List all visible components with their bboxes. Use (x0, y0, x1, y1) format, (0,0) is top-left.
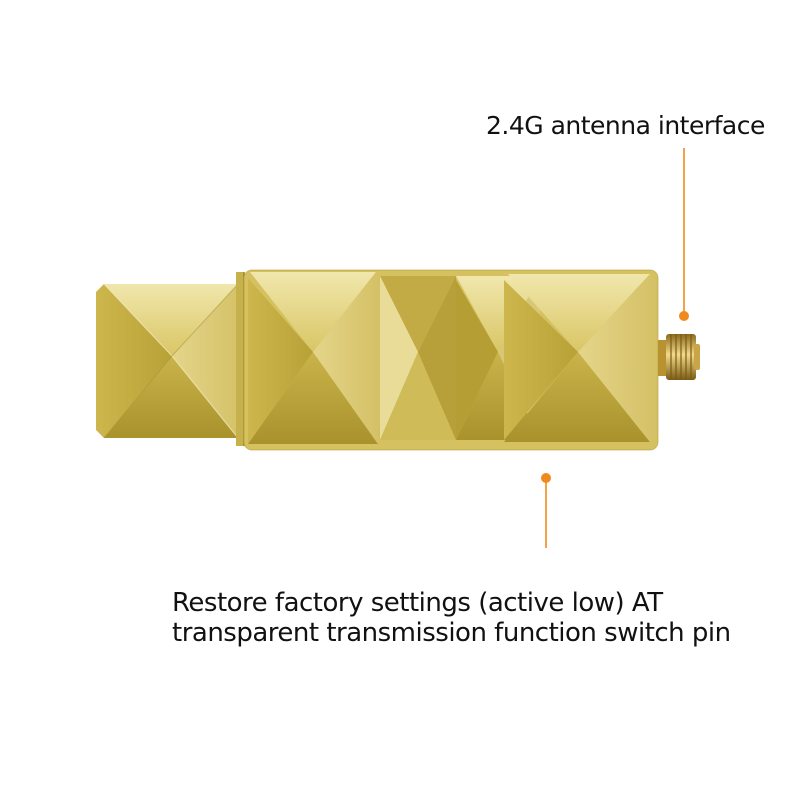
callout-dot-icon (679, 311, 689, 321)
restore-pin-callout (541, 473, 551, 548)
antenna-interface-label: 2.4G antenna interface (486, 111, 765, 140)
cap-seam (236, 272, 244, 446)
dongle-cap (96, 283, 244, 439)
antenna-callout (679, 148, 689, 321)
restore-pin-label: Restore factory settings (active low) AT… (172, 588, 731, 648)
dongle-body (243, 269, 659, 451)
sma-connector-icon (658, 334, 700, 380)
restore-pin-label-line-2: transparent transmission function switch… (172, 618, 731, 648)
restore-pin-label-line-1: Restore factory settings (active low) AT (172, 588, 663, 618)
callout-dot-icon (541, 473, 551, 483)
